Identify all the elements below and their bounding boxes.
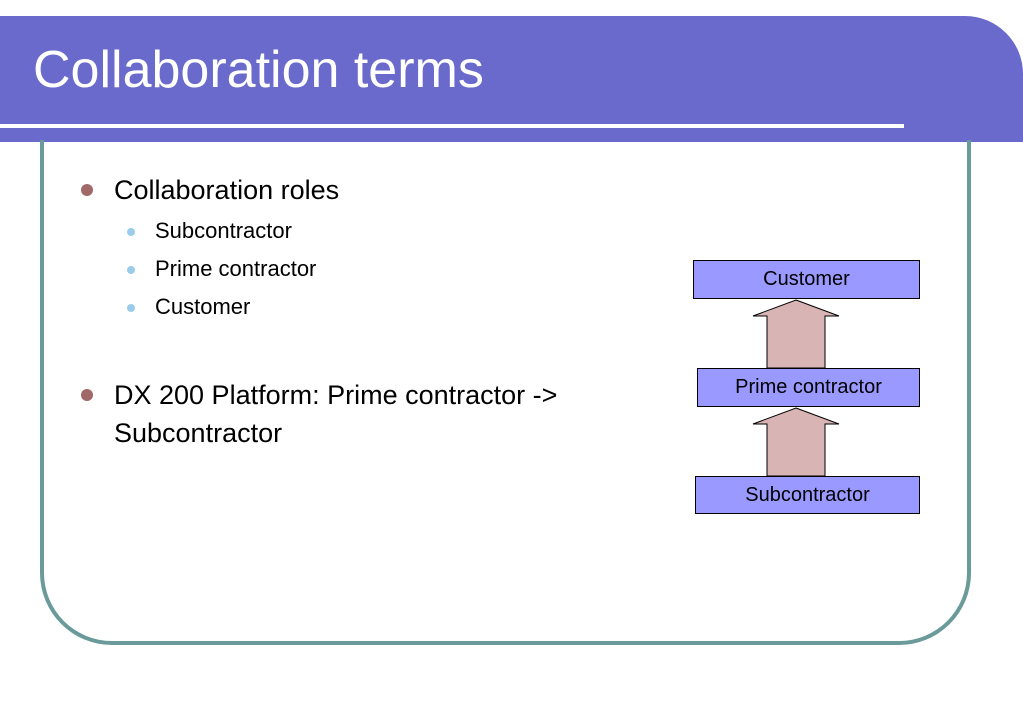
sub-bullet-dot (127, 266, 135, 274)
sub-bullet-dot (127, 228, 135, 236)
up-arrow-icon (752, 407, 840, 477)
diagram-box-prime-contractor: Prime contractor (697, 368, 920, 407)
sub-item-subcontractor: Subcontractor (155, 218, 292, 243)
bullet-dot (81, 389, 93, 401)
bullet-dx200-line2: Subcontractor (114, 418, 283, 448)
bullet-dot (81, 184, 93, 196)
diagram-box-subcontractor: Subcontractor (695, 476, 920, 514)
title-bar (0, 16, 1023, 142)
diagram-box-customer: Customer (693, 260, 920, 299)
title-underline (0, 124, 904, 128)
sub-bullet-dot (127, 304, 135, 312)
bullet-dx200-line1: DX 200 Platform: Prime contractor -> (114, 380, 558, 410)
up-arrow-icon (752, 299, 840, 369)
slide-title: Collaboration terms (33, 41, 484, 99)
bullet-collaboration-roles: Collaboration roles (114, 175, 340, 205)
sub-item-prime-contractor: Prime contractor (155, 256, 317, 281)
sub-item-customer: Customer (155, 294, 251, 319)
content-frame (40, 140, 971, 645)
